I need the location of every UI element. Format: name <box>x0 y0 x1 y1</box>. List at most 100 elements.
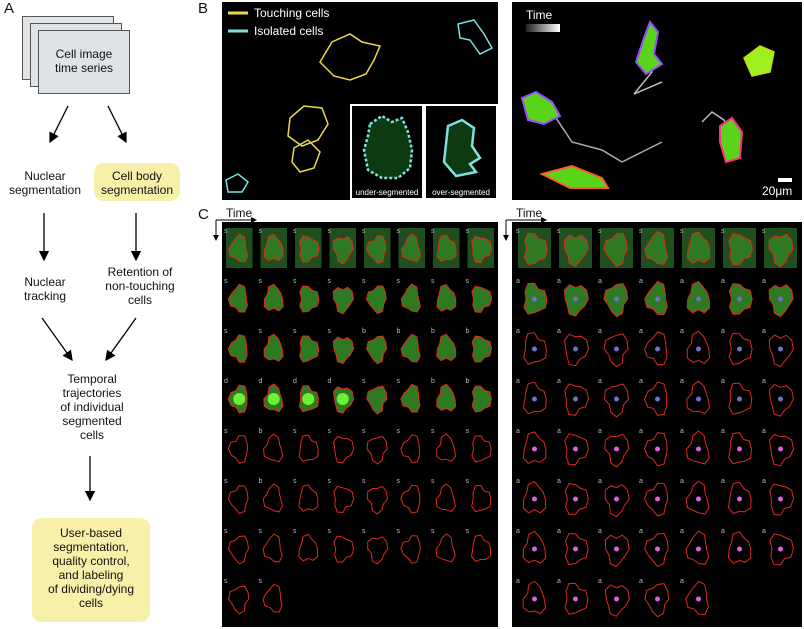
cell-status-letter: s <box>431 478 435 485</box>
cell-outline <box>435 533 456 563</box>
nucleus <box>696 446 701 452</box>
cell-outline <box>435 433 457 462</box>
cell-outline <box>228 233 249 263</box>
time-label-right: Time <box>516 206 543 220</box>
cell-outline <box>227 535 249 565</box>
time-colorbar <box>526 24 560 32</box>
nucleus <box>573 446 578 452</box>
nuclear-segmentation-label: Nuclear segmentation <box>8 169 82 197</box>
cell-outline <box>564 533 589 565</box>
cell-status-letter: a <box>762 428 766 435</box>
cell-outline <box>522 381 547 415</box>
cell-status-letter: s <box>397 428 401 435</box>
cell-status-letter: s <box>557 228 561 235</box>
cell-outline <box>263 283 284 312</box>
cell-outline <box>367 536 389 565</box>
cell-outline <box>604 584 630 617</box>
nucleus <box>532 296 537 302</box>
nucleus <box>532 346 537 352</box>
cell-outline <box>686 330 711 365</box>
cell-status-letter: a <box>598 278 602 285</box>
cell-status-letter: s <box>466 478 470 485</box>
cell-status-letter: a <box>680 528 684 535</box>
cell-outline <box>400 383 421 413</box>
nucleus <box>737 546 742 552</box>
cell-outline <box>262 533 283 563</box>
cell-outline <box>298 235 320 263</box>
arrow-to-cell-body-seg <box>107 105 127 144</box>
cell-outline <box>332 286 355 315</box>
cell-outline <box>728 432 753 465</box>
nucleus <box>778 396 783 402</box>
scale-bar-label: 20μm <box>762 184 793 198</box>
touching-cell-outline <box>287 105 329 147</box>
cell-blob <box>719 116 744 164</box>
cell-outline <box>333 485 355 514</box>
cell-status-letter: s <box>466 528 470 535</box>
nucleus <box>696 596 701 602</box>
cell-status-letter: a <box>721 378 725 385</box>
flow-arrows <box>38 105 142 502</box>
cell-status-letter: s <box>259 528 263 535</box>
cell-status-letter: s <box>598 228 602 235</box>
cell-outline <box>436 333 457 362</box>
cell-status-letter: b <box>431 378 435 385</box>
cell-outline <box>262 483 284 513</box>
cell-outline <box>644 482 669 517</box>
image-stack-front <box>38 30 130 94</box>
nucleus <box>532 496 537 502</box>
cell-status-letter: a <box>639 478 643 485</box>
user-based-label: User-based segmentation, quality control… <box>47 526 135 610</box>
inset-under-segmented: under-segmented <box>350 104 424 200</box>
cell-status-letter: s <box>431 278 435 285</box>
nucleus <box>573 296 578 302</box>
cell-status-letter: a <box>598 578 602 585</box>
touching-cell-outline <box>291 139 321 173</box>
cell-outline <box>263 333 284 362</box>
cell-status-letter: a <box>557 378 561 385</box>
nucleus <box>655 546 660 552</box>
cell-outline <box>400 434 421 464</box>
time-label-left: Time <box>226 206 253 220</box>
panel-label-b: B <box>198 0 209 17</box>
segmentation-image: Touching cells Isolated cells under-segm… <box>222 2 498 200</box>
input-label: Cell image time series <box>54 47 113 75</box>
cell-status-letter: s <box>293 278 297 285</box>
cell-outline <box>365 235 387 264</box>
cell-outline <box>471 235 493 264</box>
nucleus <box>532 546 537 552</box>
cell-status-letter: a <box>762 328 766 335</box>
cell-status-letter: s <box>224 228 228 235</box>
cell-status-letter: a <box>516 378 520 385</box>
cell-outline <box>366 485 389 515</box>
cell-status-letter: a <box>721 278 725 285</box>
cell-outline <box>262 583 283 613</box>
cell-outline <box>769 533 794 566</box>
nucleus <box>614 546 619 552</box>
cell-outline <box>644 230 669 265</box>
cell-outline <box>563 333 590 367</box>
cell-status-letter: s <box>293 478 297 485</box>
nucleus <box>737 296 742 302</box>
cell-blob <box>539 164 610 189</box>
cell-outline <box>400 535 421 564</box>
cell-outline <box>685 580 709 616</box>
cell-outline <box>471 484 492 513</box>
cell-outline <box>522 480 547 514</box>
cell-outline <box>400 283 421 313</box>
cell-outline <box>400 333 421 363</box>
cell-status-letter: s <box>224 478 228 485</box>
cell-status-letter: a <box>639 428 643 435</box>
cell-status-letter: b <box>259 428 263 435</box>
nucleus <box>778 446 783 452</box>
cell-status-letter: s <box>328 228 332 235</box>
cell-outline <box>643 432 668 467</box>
nucleus <box>573 496 578 502</box>
cell-status-letter: s <box>431 528 435 535</box>
nucleus <box>778 496 783 502</box>
cell-outline <box>400 484 421 514</box>
nucleus <box>614 446 619 452</box>
cell-outline <box>564 433 589 466</box>
cell-outline <box>685 530 710 565</box>
cell-outline <box>604 484 630 518</box>
